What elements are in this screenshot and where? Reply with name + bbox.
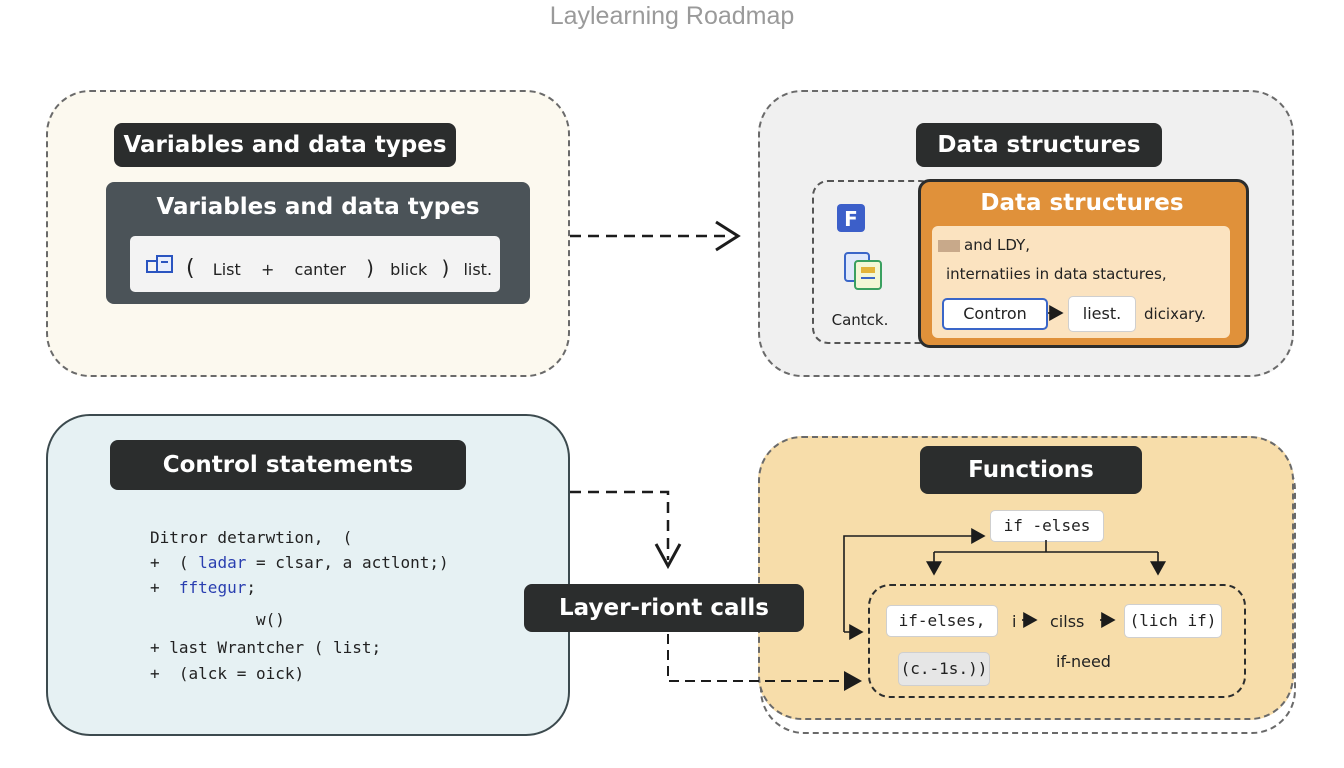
f-app-icon: F (836, 203, 866, 237)
chain-item-blick: blick (390, 260, 428, 279)
variables-chain: ( List + canter ) blick ) list. (186, 256, 492, 281)
data-structures-side-caption: Cantck. (831, 311, 889, 329)
contron-box: Contron (942, 298, 1048, 330)
code-line-4: w() (150, 610, 285, 629)
if-elses-box: if-elses, (886, 605, 998, 637)
page-title: Laylearning Roadmap (549, 2, 795, 30)
data-structures-line-1: and LDY, (938, 236, 1030, 254)
data-structures-line-2: internatiies in data stactures, (946, 265, 1167, 283)
arrow-variables-to-data-structures (570, 220, 741, 252)
lich-if-box: (lich if) (1124, 604, 1222, 638)
data-structures-inner-heading: Data structures (980, 190, 1184, 216)
code-line-3-pre: + (150, 578, 179, 597)
variables-inner-heading: Variables and data types (156, 194, 480, 220)
code-line-3-post: ; (246, 578, 256, 597)
functions-heading: Functions (920, 446, 1142, 494)
code-line-2-highlight: ladar (198, 553, 247, 572)
arrow-layer-calls-to-functions (667, 634, 862, 691)
svg-text:F: F (844, 207, 858, 231)
liest-box: liest. (1068, 296, 1136, 332)
functions-internal-arrows (843, 305, 1166, 640)
c-1s-box: (c.-1s.)) (898, 652, 990, 686)
code-line-3: + fftegur; (150, 578, 256, 597)
layer-calls-label: Layer-riont calls (524, 584, 804, 632)
chain-item-canter: canter (294, 260, 346, 279)
line-1-text: and LDY, (964, 236, 1031, 254)
chain-item-list-end: list. (463, 260, 493, 279)
glyph-mark (938, 239, 960, 252)
chain-plus: + (260, 260, 275, 279)
data-structures-heading: Data structures (916, 123, 1162, 167)
row-i-label: i (1012, 612, 1017, 631)
control-heading: Control statements (110, 440, 466, 490)
code-line-2: + ( ladar = clsar, a actlont;) (150, 553, 449, 572)
if-elses-top-box: if -elses (990, 510, 1104, 542)
code-line-2-pre: + ( (150, 553, 199, 572)
dictionary-label: dicixary. (1144, 305, 1206, 323)
variables-chain-box (130, 236, 500, 292)
functions-inner-frame (868, 584, 1246, 698)
chain-item-list: List (212, 260, 241, 279)
arrow-control-to-layer-calls (570, 490, 682, 570)
row-ciss-label: cilss (1050, 612, 1085, 631)
chain-paren-open: ( (186, 256, 195, 281)
if-need-label: if-need (1056, 652, 1111, 671)
code-line-2-post: = clsar, a actlont;) (246, 553, 449, 572)
code-line-6: + (alck = oick) (150, 664, 305, 683)
code-line-3-highlight: fftegur (178, 578, 247, 597)
code-line-1: Ditror detarwtion, ( (150, 528, 353, 547)
document-stack-icon (843, 251, 887, 297)
chain-paren-close: ) (366, 256, 374, 280)
variables-heading: Variables and data types (114, 123, 456, 167)
code-line-5: + last Wrantcher ( list; (150, 638, 382, 657)
chain-paren-close-2: ) (441, 256, 450, 280)
window-split-icon (146, 254, 174, 280)
